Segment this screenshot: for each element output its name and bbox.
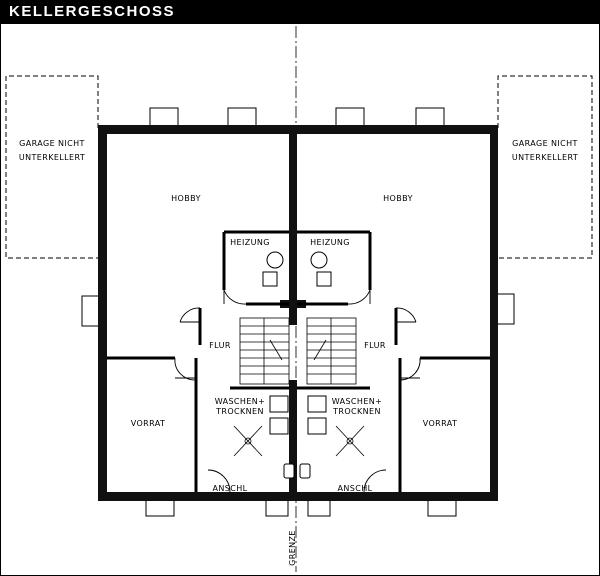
heizung-left-label: HEIZUNG [230, 238, 270, 247]
stairs-left [239, 317, 290, 385]
interior-walls [107, 230, 490, 492]
waschen-left-label-1: WASCHEN+ [215, 397, 266, 406]
room-labels: GARAGE NICHT UNTERKELLERT GARAGE NICHT U… [19, 139, 578, 566]
boiler-equipment [262, 251, 332, 287]
door-swings [174, 289, 421, 493]
exterior-walls [98, 125, 498, 501]
vorrat-right-label: VORRAT [423, 419, 458, 428]
garage-right-outline [497, 75, 593, 259]
title-bar: KELLERGESCHOSS [1, 1, 599, 24]
hobby-left-label: HOBBY [171, 194, 201, 203]
window-wells [81, 107, 515, 517]
anschl-left-label: ANSCHL [213, 484, 248, 493]
heizung-right-label: HEIZUNG [310, 238, 350, 247]
flur-left-label: FLUR [209, 341, 231, 350]
garage-left-label-2: UNTERKELLERT [19, 153, 85, 162]
flur-right-label: FLUR [364, 341, 386, 350]
waschen-right-label-1: WASCHEN+ [332, 397, 383, 406]
waschen-left-label-2: TROCKNEN [215, 407, 264, 416]
ceiling-lights [233, 425, 365, 457]
boundary-label: GRENZE [288, 530, 297, 566]
drawing-title: KELLERGESCHOSS [9, 3, 176, 20]
washer-dryer-units [269, 395, 327, 479]
garage-left-label-1: GARAGE NICHT [19, 139, 85, 148]
vorrat-left-label: VORRAT [131, 419, 166, 428]
garage-right-label-2: UNTERKELLERT [512, 153, 578, 162]
garage-right-label-1: GARAGE NICHT [512, 139, 578, 148]
waschen-right-label-2: TROCKNEN [332, 407, 381, 416]
garage-left-outline [5, 75, 99, 259]
anschl-right-label: ANSCHL [338, 484, 373, 493]
hobby-right-label: HOBBY [383, 194, 413, 203]
stairs-right [306, 317, 357, 385]
